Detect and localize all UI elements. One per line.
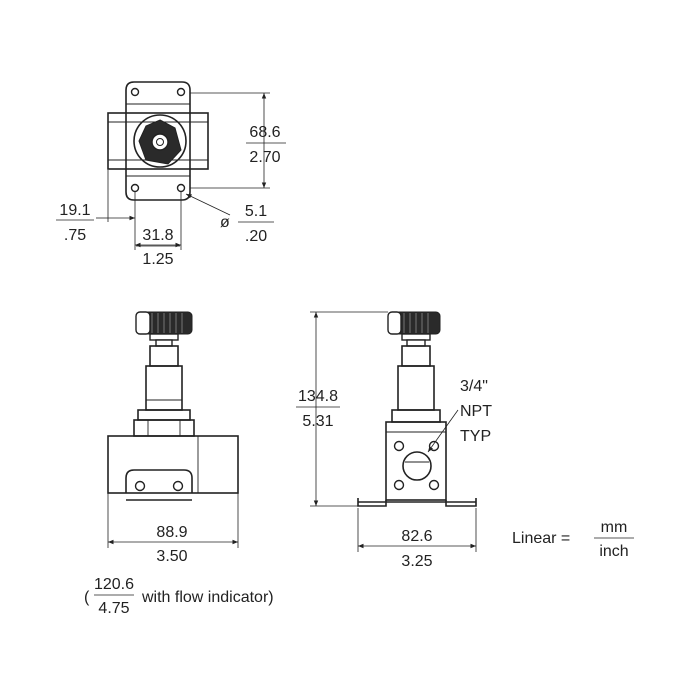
bracket-hole bbox=[172, 480, 184, 492]
bracket-hole bbox=[134, 480, 146, 492]
flow-indicator-inch: 4.75 bbox=[98, 600, 129, 617]
mount-hole bbox=[176, 183, 186, 193]
top-view-bracket bbox=[125, 81, 191, 201]
offset-left-mm: 19.1 bbox=[59, 202, 90, 219]
units-legend: Linear = mm inch bbox=[512, 519, 634, 560]
bracket-width-mm: 82.6 bbox=[401, 528, 432, 545]
bolt-hole bbox=[428, 440, 440, 452]
hole-spacing-mm: 31.8 bbox=[142, 227, 173, 244]
diameter-symbol: ø bbox=[220, 214, 230, 231]
units-denominator: inch bbox=[599, 543, 628, 560]
overall-height-mm: 134.8 bbox=[298, 388, 338, 405]
port-typ-label: TYP bbox=[460, 428, 491, 445]
port-size-label: 3/4" bbox=[460, 378, 488, 395]
flow-indicator-note: with flow indicator) bbox=[141, 589, 274, 606]
overall-height-inch: 5.31 bbox=[302, 413, 333, 430]
bolt-hole bbox=[393, 440, 405, 452]
body-width-mm: 88.9 bbox=[156, 524, 187, 541]
height-top-mm: 68.6 bbox=[249, 124, 280, 141]
port-type-label: NPT bbox=[460, 403, 492, 420]
mount-hole bbox=[130, 87, 140, 97]
top-view-body bbox=[107, 112, 209, 170]
body-width-inch: 3.50 bbox=[156, 548, 187, 565]
offset-left-inch: .75 bbox=[64, 227, 86, 244]
knob-outline bbox=[133, 114, 187, 168]
front-bracket bbox=[125, 469, 193, 493]
side-bonnet bbox=[397, 365, 435, 411]
top-view: 68.6 2.70 19.1 .75 31.8 1.25 ø 5.1 .20 bbox=[56, 81, 286, 268]
mount-hole bbox=[176, 87, 186, 97]
bonnet bbox=[145, 365, 183, 411]
units-numerator: mm bbox=[601, 519, 628, 536]
bolt-hole bbox=[393, 479, 405, 491]
side-body bbox=[385, 421, 447, 501]
hole-diameter-mm: 5.1 bbox=[245, 203, 267, 220]
flow-indicator-mm: 120.6 bbox=[94, 576, 134, 593]
bracket-width-inch: 3.25 bbox=[401, 553, 432, 570]
hex-nut bbox=[133, 419, 195, 437]
mount-hole bbox=[130, 183, 140, 193]
flow-open-paren: ( bbox=[84, 589, 90, 606]
hole-spacing-inch: 1.25 bbox=[142, 251, 173, 268]
height-top-inch: 2.70 bbox=[249, 149, 280, 166]
side-view: 3/4" NPT TYP 134.8 5.31 82.6 3.25 bbox=[296, 311, 492, 570]
npt-port bbox=[402, 451, 432, 481]
valve-body bbox=[107, 435, 239, 494]
hole-diameter-inch: .20 bbox=[245, 228, 267, 245]
units-prefix: Linear = bbox=[512, 530, 570, 547]
bolt-hole bbox=[428, 479, 440, 491]
front-view: 88.9 3.50 ( 120.6 4.75 with flow indicat… bbox=[84, 311, 274, 617]
